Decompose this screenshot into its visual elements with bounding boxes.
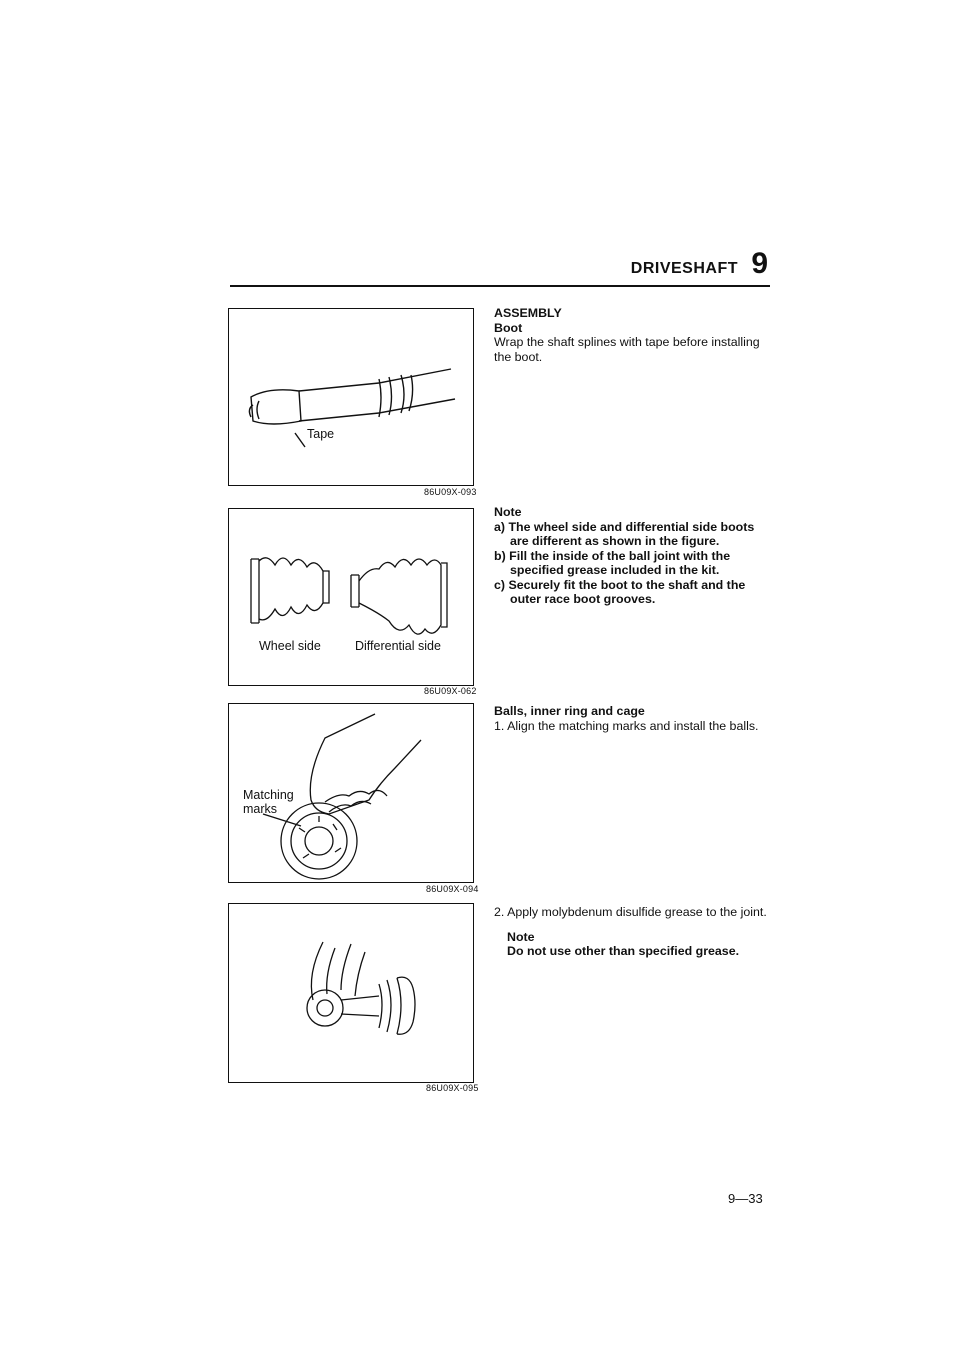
- boots-illustration: [250, 557, 448, 635]
- step-1: 1. Align the matching marks and install …: [494, 718, 759, 733]
- section-step2: 2. Apply molybdenum disulfide grease to …: [494, 905, 772, 959]
- heading-balls: Balls, inner ring and cage: [494, 704, 645, 718]
- page-header: DRIVESHAFT 9: [230, 248, 770, 288]
- matching-marks-illustration: [262, 713, 422, 880]
- page-number: 9—33: [728, 1191, 763, 1206]
- note-item-b: b) Fill the inside of the ball joint wit…: [494, 548, 731, 578]
- boot-instruction: Wrap the shaft splines with tape before …: [494, 335, 760, 364]
- label-matching: Matching: [243, 788, 294, 802]
- figure-code: 86U09X-095: [426, 1083, 479, 1093]
- grease-illustration: [306, 941, 416, 1035]
- step-2: 2. Apply molybdenum disulfide grease to …: [494, 905, 767, 919]
- figure-boots: Wheel side Differential side: [228, 508, 474, 686]
- note-heading-2: Note: [507, 929, 535, 944]
- label-differential-side: Differential side: [355, 639, 441, 653]
- note-item-c: c) Securely fit the boot to the shaft an…: [494, 577, 746, 607]
- figure-code: 86U09X-094: [426, 884, 479, 894]
- figure-tape: Tape: [228, 308, 474, 486]
- figure-grease: [228, 903, 474, 1083]
- label-tape: Tape: [307, 427, 335, 441]
- chapter-number: 9: [751, 247, 768, 280]
- figure-code: 86U09X-062: [424, 686, 477, 696]
- header-rule: [230, 285, 770, 287]
- label-marks: marks: [243, 802, 278, 816]
- section-balls: Balls, inner ring and cage 1. Align the …: [494, 704, 772, 733]
- figure-code: 86U09X-093: [424, 487, 477, 497]
- figure-matching-marks: Matching marks: [228, 703, 474, 883]
- label-wheel-side: Wheel side: [259, 639, 321, 653]
- section-assembly: ASSEMBLY Boot Wrap the shaft splines wit…: [494, 306, 772, 364]
- note-text-2: Do not use other than specified grease.: [507, 944, 740, 958]
- subheading-boot: Boot: [494, 320, 523, 335]
- note-boots: Note a) The wheel side and differential …: [494, 505, 772, 607]
- section-title: DRIVESHAFT: [630, 260, 738, 277]
- note-heading: Note: [494, 505, 522, 519]
- shaft-tape-illustration: [248, 368, 456, 448]
- note-item-a: a) The wheel side and differential side …: [494, 519, 755, 549]
- heading-assembly: ASSEMBLY: [494, 306, 562, 320]
